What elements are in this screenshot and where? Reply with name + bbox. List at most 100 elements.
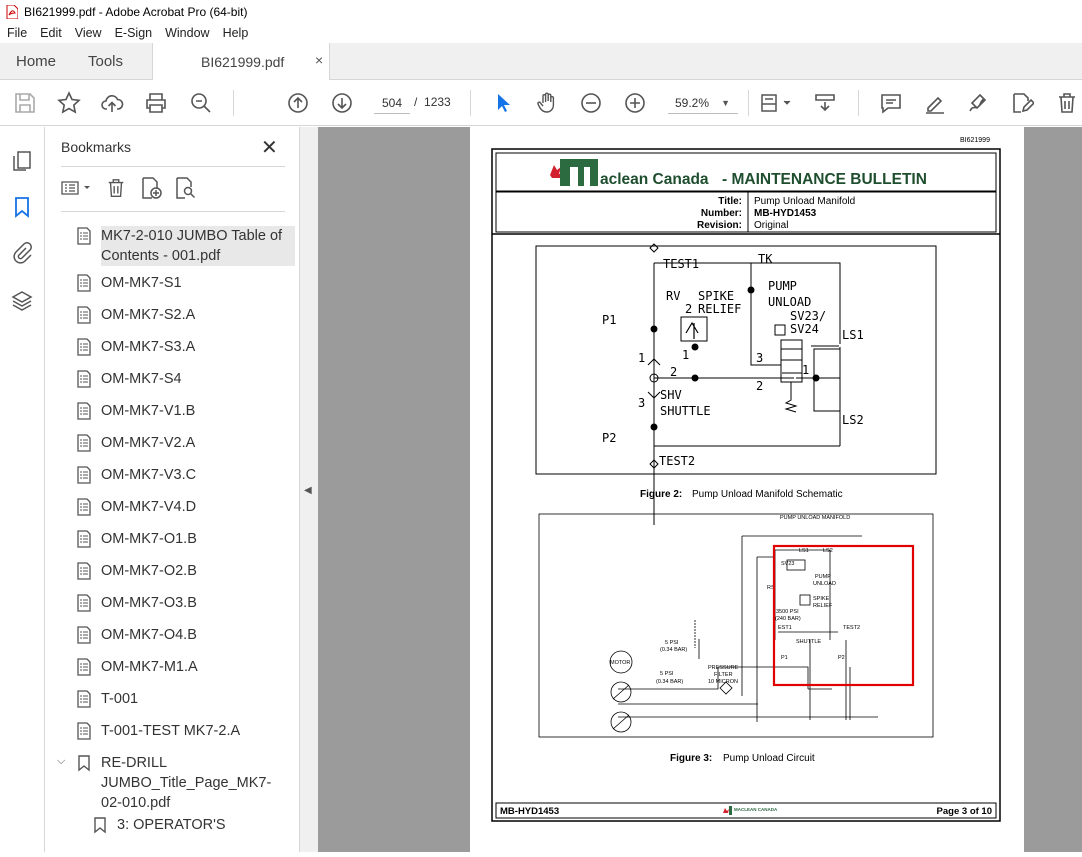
figure-3-caption: Pump Unload Circuit [723,753,815,764]
lbl-sv24: SV24 [790,322,819,336]
chevron-down-icon[interactable]: ⌵ [57,755,66,767]
lbl-spike: SPIKE [698,289,734,303]
bookmark-item[interactable]: T-001 [75,689,142,709]
layers-icon[interactable] [10,289,34,313]
tab-document-label: BI621999.pdf [201,54,285,70]
bookmark-item[interactable]: ⌵RE-DRILL JUMBO_Title_Page_MK7-02-010.pd… [57,753,291,813]
next-page-icon[interactable] [330,91,354,115]
page-thumbnails-icon[interactable] [10,149,34,173]
bookmark-label: OM-MK7-O2.B [101,563,197,579]
lbl-rs: RS [767,585,775,591]
bookmark-item[interactable]: OM-MK7-O3.B [75,593,201,613]
menu-window[interactable]: Window [165,26,210,40]
bookmark-item[interactable]: OM-MK7-V3.C [75,465,200,485]
menu-esign[interactable]: E-Sign [114,26,153,40]
bookmark-item[interactable]: OM-MK7-O1.B [75,529,201,549]
page-fit-icon[interactable] [759,91,793,115]
lbl-ls1: LS1 [842,328,864,342]
lbl-tk: TK [758,252,773,266]
tab-bar: Home Tools BI621999.pdf × [0,43,1082,81]
select-cursor-icon[interactable] [491,91,515,115]
attachments-icon[interactable] [10,241,34,265]
document-bookmark-icon [75,626,93,644]
find-bookmark-icon[interactable] [173,176,197,205]
bookmark-item[interactable]: MK7-2-010 JUMBO Table of Contents - 001.… [75,226,295,266]
figure-3-label: Figure 3: [670,753,712,764]
menu-edit[interactable]: Edit [40,26,62,40]
document-viewer[interactable]: BI621999 aclean Canada - MAINTENANCE BUL… [318,127,1082,852]
menu-bar: File Edit View E-Sign Window Help [0,23,1082,43]
close-icon[interactable]: ✕ [261,137,278,159]
menu-file[interactable]: File [7,26,28,40]
print-icon[interactable] [144,91,168,115]
bookmarks-icon[interactable] [10,195,34,219]
lbl-ls1-c: LS1 [799,548,809,554]
document-bookmark-icon [75,274,93,292]
bookmark-item[interactable]: T-001-TEST MK7-2.A [75,721,244,741]
highlight-pen-icon[interactable] [923,91,947,115]
tab-home[interactable]: Home [16,53,57,70]
scroll-mode-icon[interactable] [813,91,837,115]
previous-page-icon[interactable] [286,91,310,115]
figure-2-caption: Pump Unload Manifold Schematic [692,489,843,500]
bookmark-item[interactable]: 3: OPERATOR'S [91,815,230,835]
zoom-search-icon[interactable] [189,91,213,115]
page-number-input[interactable]: 504 [374,92,410,114]
footer-page-number: Page 3 of 10 [937,806,992,817]
bookmark-label: MK7-2-010 JUMBO Table of Contents - 001.… [101,226,295,266]
bookmark-label: OM-MK7-S1 [101,275,182,291]
zoom-level-select[interactable]: 59.2% ▼ [668,92,738,114]
document-bookmark-icon [75,227,93,245]
menu-view[interactable]: View [74,26,102,40]
collapse-panel-icon[interactable]: ◀ [304,485,312,496]
bookmark-item[interactable]: OM-MK7-O4.B [75,625,201,645]
delete-bookmark-icon[interactable] [105,177,127,204]
bookmark-item[interactable]: OM-MK7-S1 [75,273,186,293]
hand-tool-icon[interactable] [535,91,559,115]
bookmarks-panel: Bookmarks ✕ MK7-2-010 JUMBO Table of Con… [45,127,299,852]
lbl-sv-3: 3 [756,351,763,365]
lbl-test1: TEST1 [663,257,699,271]
lbl-p2-c: P2 [838,655,845,661]
cloud-upload-icon[interactable] [100,91,124,115]
document-bookmark-icon [75,466,93,484]
sign-pen-icon[interactable] [966,91,990,115]
tab-close-icon[interactable]: × [315,52,324,68]
comment-icon[interactable] [879,91,903,115]
lbl-ls2-c: LS2 [823,548,833,554]
edit-pdf-icon[interactable] [1010,91,1034,115]
delete-page-icon[interactable] [1055,91,1079,115]
tab-tools[interactable]: Tools [88,53,124,70]
bookmark-item[interactable]: OM-MK7-V4.D [75,497,200,517]
bookmark-item[interactable]: OM-MK7-S4 [75,369,186,389]
figure-2-schematic [535,243,937,525]
bookmark-item[interactable]: OM-MK7-S3.A [75,337,199,357]
star-icon[interactable] [57,91,81,115]
bookmark-item[interactable]: OM-MK7-V2.A [75,433,199,453]
tab-document[interactable]: BI621999.pdf × [152,43,330,81]
new-bookmark-icon[interactable] [139,176,163,205]
zoom-out-icon[interactable] [579,91,603,115]
lbl-rv-2: 2 [685,302,692,316]
options-list-icon[interactable] [59,177,93,204]
lbl-3500psi: 3500 PSI [776,609,799,615]
bookmark-item[interactable]: OM-MK7-M1.A [75,657,202,677]
zoom-in-icon[interactable] [623,91,647,115]
lbl-est1: EST1 [778,625,792,631]
save-icon[interactable] [13,91,37,115]
menu-help[interactable]: Help [222,26,249,40]
document-bookmark-icon [75,722,93,740]
bookmark-item[interactable]: OM-MK7-S2.A [75,305,199,325]
bookmark-item[interactable]: OM-MK7-O2.B [75,561,201,581]
panel-splitter[interactable]: ◀ [299,127,318,852]
lbl-test2: TEST2 [659,454,695,468]
bookmark-item[interactable]: OM-MK7-V1.B [75,401,199,421]
lbl-ls2: LS2 [842,413,864,427]
document-bookmark-icon [75,498,93,516]
bookmark-label: OM-MK7-V1.B [101,403,196,419]
footer-logo: MACLEAN CANADA [723,806,778,815]
bookmark-label: T-001-TEST MK7-2.A [101,723,241,739]
lbl-pump: PUMP [768,279,797,293]
brand-name: aclean Canada [600,171,709,188]
bookmark-label: OM-MK7-M1.A [101,659,198,675]
